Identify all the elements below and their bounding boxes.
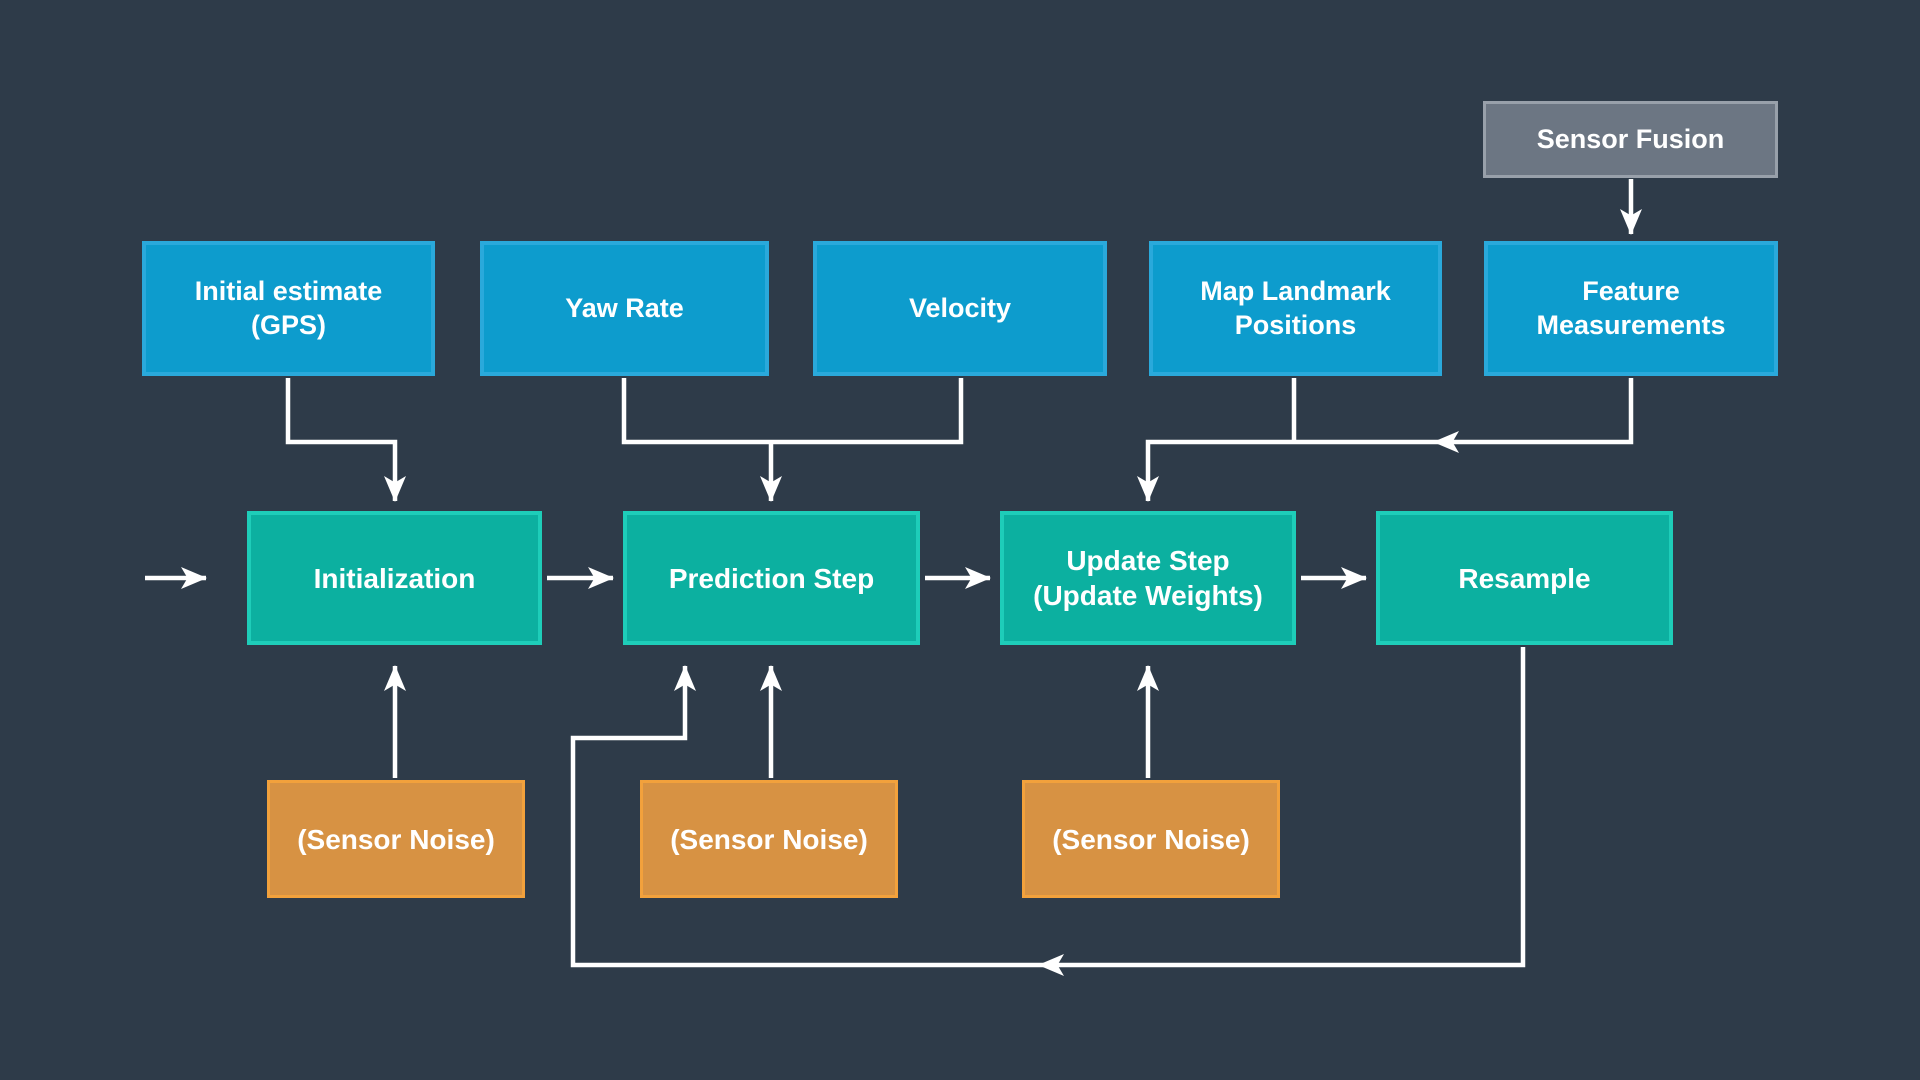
arrow-feature-measurements-to-update-step [1137,378,1634,502]
node-sensor-noise-1-label: (Sensor Noise) [297,823,495,855]
node-sensor-fusion: Sensor Fusion [1483,101,1778,178]
arrow-initial-estimate-to-initialization [285,378,406,502]
node-map-landmark-positions-label: Map Landmark Positions [1200,275,1391,340]
node-initialization-label: Initialization [313,562,476,594]
node-resample-label: Resample [1458,562,1591,594]
node-initialization: Initialization [247,511,542,645]
node-map-landmark-positions: Map Landmark Positions [1149,241,1442,376]
node-sensor-noise-3-label: (Sensor Noise) [1052,823,1250,855]
node-sensor-noise-2-label: (Sensor Noise) [670,823,868,855]
node-sensor-noise-3: (Sensor Noise) [1022,780,1280,898]
node-update-step-label: Update Step (Update Weights) [1033,545,1263,611]
arrowhead-left-on-feedback-line [1038,954,1064,976]
node-velocity-label: Velocity [908,292,1012,323]
node-prediction-step: Prediction Step [623,511,920,645]
node-sensor-noise-2: (Sensor Noise) [640,780,898,898]
node-resample: Resample [1376,511,1673,645]
node-prediction-step-label: Prediction Step [668,562,875,594]
node-initial-estimate: Initial estimate (GPS) [142,241,435,376]
node-yaw-rate-label: Yaw Rate [565,292,684,323]
node-update-step: Update Step (Update Weights) [1000,511,1296,645]
arrowhead-left-on-measurement-line [1433,431,1459,453]
node-yaw-rate: Yaw Rate [480,241,769,376]
node-velocity: Velocity [813,241,1107,376]
arrow-resample-feedback-to-prediction-step [570,647,1526,968]
node-feature-measurements-label: Feature Measurements [1536,275,1726,340]
node-feature-measurements: Feature Measurements [1484,241,1778,376]
node-sensor-noise-1: (Sensor Noise) [267,780,525,898]
node-sensor-fusion-label: Sensor Fusion [1536,123,1725,154]
node-initial-estimate-label: Initial estimate (GPS) [194,275,383,340]
connector-yaw-rate-velocity-merge [621,378,964,445]
